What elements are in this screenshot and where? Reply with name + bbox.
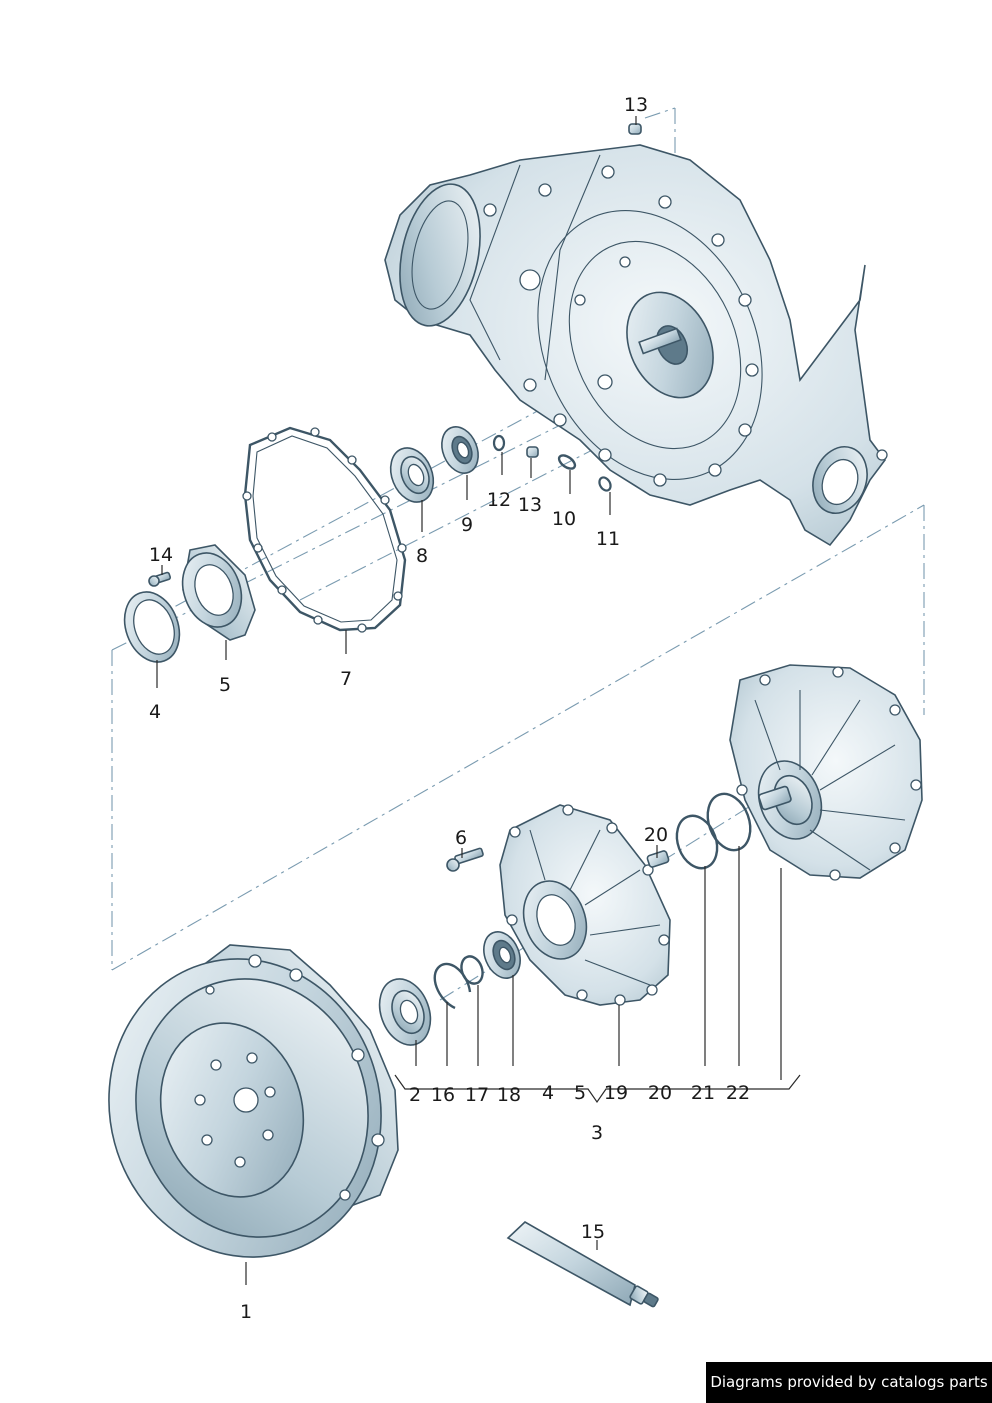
callout-2: 2 — [409, 1084, 421, 1106]
sealant-tube-15 — [506, 1221, 659, 1308]
callout-7: 7 — [340, 668, 352, 690]
callout-16: 16 — [431, 1084, 455, 1106]
callout-20-top: 20 — [644, 824, 668, 846]
callout-14: 14 — [149, 544, 173, 566]
o-ring-12 — [492, 434, 506, 452]
bolt-6 — [446, 847, 484, 872]
callout-6: 6 — [455, 827, 467, 849]
seal-2 — [378, 978, 432, 1046]
seal-ring-4 — [123, 591, 181, 663]
bearing-flange-5 — [181, 544, 256, 641]
callout-8: 8 — [416, 545, 428, 567]
callout-5-top: 5 — [219, 674, 231, 696]
callout-12: 12 — [487, 489, 511, 511]
callout-15: 15 — [581, 1221, 605, 1243]
callout-19: 19 — [604, 1082, 628, 1104]
callout-4-bottom: 4 — [542, 1082, 554, 1104]
callout-9: 9 — [461, 514, 473, 536]
bearing-8 — [389, 447, 435, 503]
plug-20 — [646, 850, 670, 868]
callout-5-bottom: 5 — [574, 1082, 586, 1104]
o-ring-21 — [675, 814, 719, 870]
dual-mass-flywheel-1 — [108, 944, 399, 1258]
seal-10 — [557, 454, 577, 470]
plug-13-top — [628, 123, 642, 135]
callout-20-bottom: 20 — [648, 1082, 672, 1104]
gasket-7 — [242, 426, 407, 633]
bearing-18 — [483, 931, 521, 979]
callout-4-top: 4 — [149, 701, 161, 723]
circlip-16 — [433, 962, 472, 1010]
cover-19 — [499, 804, 671, 1006]
callout-10: 10 — [552, 508, 576, 530]
callout-21: 21 — [691, 1082, 715, 1104]
callout-13: 13 — [518, 494, 542, 516]
motor-unit-3 — [729, 664, 923, 881]
callout-17: 17 — [465, 1084, 489, 1106]
bolt-14 — [148, 571, 172, 587]
callout-labels: 13 14 4 5 7 8 9 12 13 10 11 6 20 2 16 17… — [149, 94, 750, 1323]
credit-banner: Diagrams provided by catalogs parts — [706, 1362, 992, 1403]
transmission-housing — [384, 144, 888, 547]
callout-22: 22 — [726, 1082, 750, 1104]
callout-3: 3 — [591, 1122, 603, 1144]
plug-13 — [526, 446, 539, 458]
callout-leaders — [156, 116, 801, 1285]
callout-11: 11 — [596, 528, 620, 550]
callout-1: 1 — [240, 1301, 252, 1323]
callout-13-top: 13 — [624, 94, 648, 116]
ring-17 — [460, 955, 484, 985]
callout-18: 18 — [497, 1084, 521, 1106]
gear-ring-9 — [441, 426, 479, 474]
ring-11 — [598, 476, 612, 492]
